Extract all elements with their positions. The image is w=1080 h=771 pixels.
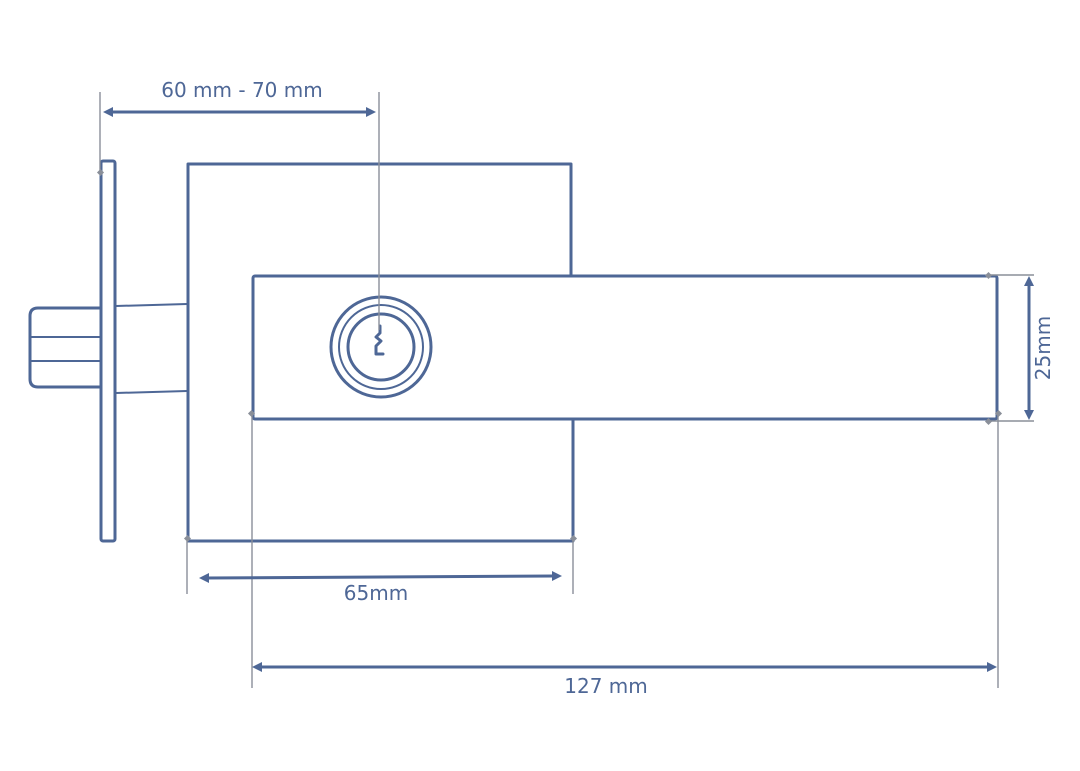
lever-length-label: 127 mm	[564, 674, 648, 698]
lever-height-label: 25mm	[1031, 316, 1055, 380]
rose-width-dimension: 65mm	[199, 571, 562, 605]
lever-length-dimension: 127 mm	[252, 662, 997, 698]
rose-width-label: 65mm	[344, 581, 408, 605]
extension-lines	[99, 92, 1034, 688]
backset-dimension: 60 mm - 70 mm	[103, 78, 376, 117]
reference-dots	[96, 168, 1003, 543]
square-rose	[186, 162, 575, 543]
face-plate	[99, 159, 117, 543]
latch-bolt	[28, 306, 102, 389]
lever-handle	[251, 274, 999, 421]
latch-tube	[115, 303, 188, 394]
lever-height-dimension: 25mm	[1024, 276, 1055, 420]
backset-label: 60 mm - 70 mm	[161, 78, 322, 102]
keyhole-icon	[329, 295, 433, 399]
